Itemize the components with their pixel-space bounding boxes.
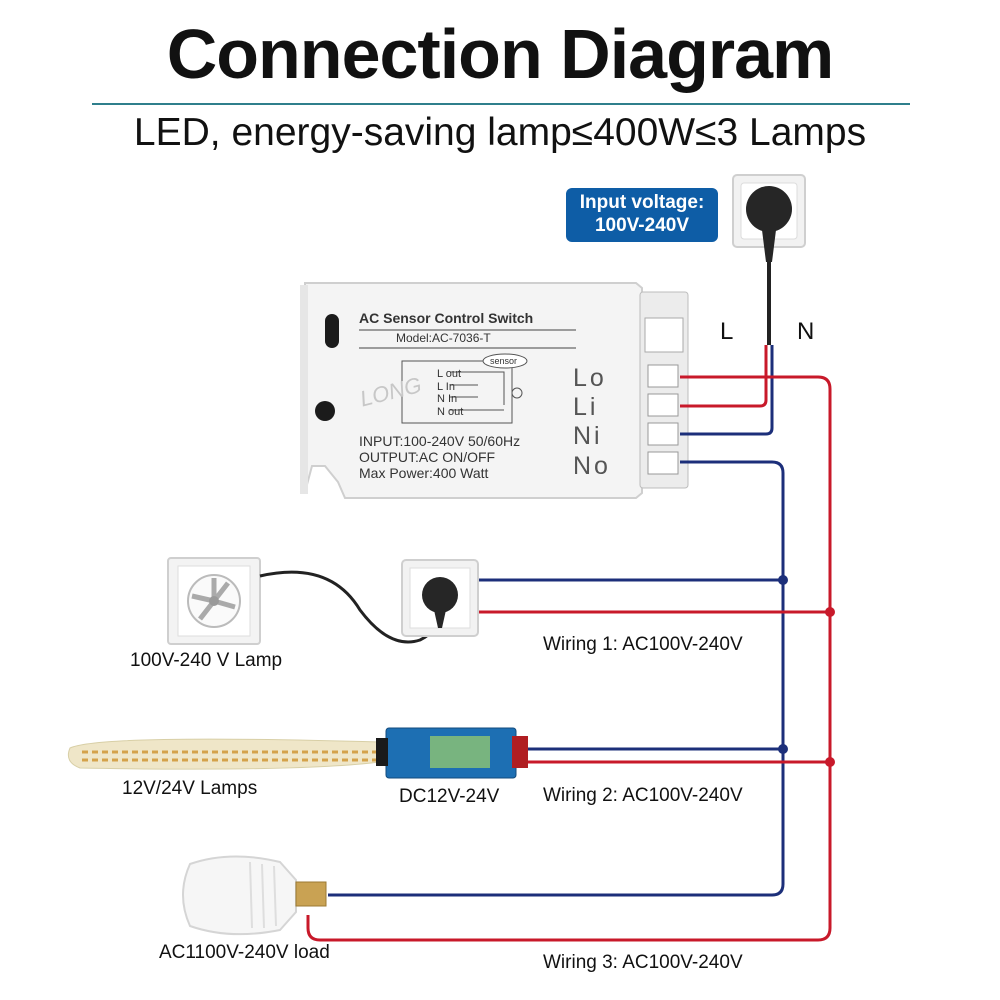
fan-lamp-icon — [167, 557, 261, 645]
spec-output: OUTPUT:AC ON/OFF — [359, 449, 495, 465]
supply-wall-socket — [732, 174, 806, 262]
switched-live-bus — [306, 375, 832, 942]
device-model: Model:AC-7036-T — [396, 331, 491, 345]
device-name: AC Sensor Control Switch — [359, 310, 533, 326]
wiring-2-label: Wiring 2: AC100V-240V — [543, 785, 743, 806]
page-title: Connection Diagram — [166, 15, 835, 93]
inner-terminal-nin: N In — [437, 393, 457, 405]
input-voltage-label: Input voltage: — [579, 192, 705, 213]
spec-input: INPUT:100-240V 50/60Hz — [359, 433, 520, 449]
sensor-tag: sensor — [490, 356, 517, 366]
spec-max-power: Max Power:400 Watt — [359, 465, 489, 481]
wiring-3-label: Wiring 3: AC100V-240V — [543, 952, 743, 973]
supply-neutral-wire — [680, 345, 774, 436]
supply-label-l: L — [720, 318, 733, 345]
sensor-controller — [300, 282, 689, 499]
wiring-1-label: Wiring 1: AC100V-240V — [543, 634, 743, 655]
terminal-label-li: Li — [573, 393, 598, 421]
bulb-icon — [182, 855, 327, 936]
inner-terminal-nout: N out — [437, 406, 463, 418]
page-subtitle: LED, energy-saving lamp≤400W≤3 Lamps — [133, 111, 867, 154]
input-voltage-badge: Input voltage: 100V-240V — [566, 188, 718, 242]
load-3-label: AC1100V-240V load — [159, 942, 330, 963]
load-2-label: 12V/24V Lamps — [122, 778, 258, 799]
load-1-label: 100V-240 V Lamp — [130, 650, 283, 671]
supply-live-wire — [680, 345, 768, 408]
led-strip-icon — [67, 738, 381, 770]
inner-terminal-lout: L out — [437, 368, 461, 380]
terminal-label-lo: Lo — [573, 364, 607, 392]
led-driver-icon — [376, 727, 528, 779]
title-divider — [92, 103, 910, 105]
supply-label-n: N — [797, 318, 814, 345]
driver-label: DC12V-24V — [399, 786, 500, 807]
input-voltage-value: 100V-240V — [594, 215, 690, 236]
load-1-socket — [401, 559, 479, 637]
inner-terminal-lin: L In — [437, 381, 455, 393]
terminal-label-ni: Ni — [573, 422, 603, 450]
neutral-bus — [328, 460, 785, 897]
terminal-label-no: No — [573, 452, 611, 480]
